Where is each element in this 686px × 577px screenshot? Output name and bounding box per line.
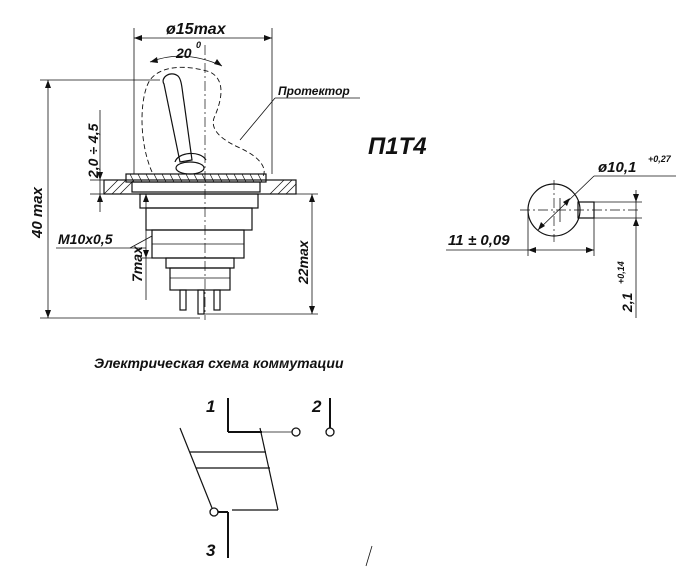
dim-thread: M10x0,5 bbox=[56, 231, 153, 249]
terminal-pins bbox=[179, 289, 221, 315]
protector-outline bbox=[141, 66, 265, 179]
dim-range: 2,0 ÷ 4,5 bbox=[85, 110, 104, 212]
schematic-title: Электрическая схема коммутации bbox=[94, 355, 344, 371]
label-thread-length: 7max bbox=[129, 245, 145, 282]
cutout-diameter: ø10,1 bbox=[598, 159, 636, 176]
label-angle-unit: 0 bbox=[196, 40, 201, 50]
toggle-lever bbox=[162, 73, 207, 175]
dim-height: 40 max bbox=[29, 79, 200, 319]
cutout-width-tol: ± 0,09 bbox=[468, 232, 510, 249]
switching-schematic: 1 2 3 bbox=[179, 397, 335, 560]
dim-thread-length: 7max bbox=[129, 193, 152, 300]
dim-angle: 20 0 bbox=[149, 40, 223, 67]
cutout-width: 11 bbox=[448, 232, 464, 249]
label-thread: M10x0,5 bbox=[58, 231, 113, 247]
terminal-3-label: 3 bbox=[206, 541, 216, 560]
cutout-diameter-tol: +0,27 bbox=[648, 154, 672, 164]
model-title: П1Т4 bbox=[368, 133, 427, 160]
panel-cutout-view: ø10,1 +0,27 11 ± 0,09 2,1 +0,14 bbox=[446, 154, 676, 318]
label-range: 2,0 ÷ 4,5 bbox=[85, 123, 101, 179]
terminal-2-label: 2 bbox=[311, 397, 322, 416]
contact-1 bbox=[291, 427, 301, 437]
label-diameter: ø15max bbox=[166, 21, 227, 38]
cutout-key: 2,1 bbox=[619, 292, 635, 313]
switch-body bbox=[139, 193, 259, 291]
stray-mark bbox=[365, 545, 373, 567]
contact-3 bbox=[209, 507, 219, 517]
label-angle: 20 bbox=[175, 45, 192, 61]
label-body-height: 22max bbox=[295, 239, 311, 285]
cutout-key-tol: +0,14 bbox=[616, 261, 626, 284]
protector-callout: Протектор bbox=[239, 84, 360, 141]
label-protector: Протектор bbox=[278, 84, 350, 98]
switch-side-view: ø15max 20 0 Протектор 2,0 ÷ 4,5 bbox=[29, 21, 360, 320]
dim-body-height: 22max bbox=[204, 193, 318, 315]
contact-2 bbox=[325, 427, 335, 437]
bushing-nut bbox=[125, 173, 267, 193]
label-height: 40 max bbox=[29, 186, 46, 239]
terminal-1-label: 1 bbox=[206, 397, 215, 416]
dim-diameter: ø15max bbox=[133, 21, 273, 174]
